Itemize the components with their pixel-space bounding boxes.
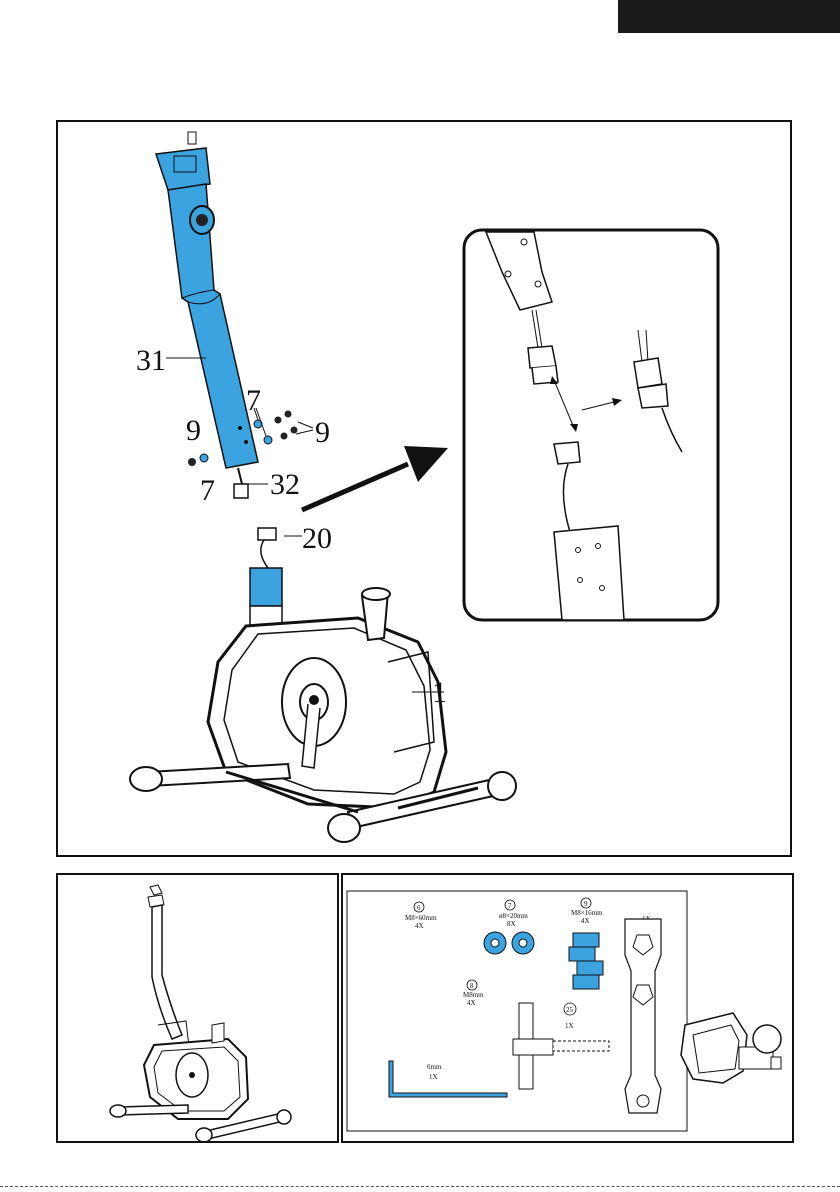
callout-31: 31 xyxy=(136,344,166,377)
item-9-size: M8×16mm xyxy=(571,909,603,917)
item-6-ref: 6 xyxy=(417,904,421,912)
item-25-ref: 25 xyxy=(566,1006,574,1014)
connector-detail-inset xyxy=(464,230,718,620)
direction-arrow xyxy=(302,446,448,510)
assembly-diagram: 31 9 7 9 7 32 xyxy=(58,122,790,855)
item-6-qty: 4X xyxy=(415,922,424,930)
callout-20: 20 xyxy=(302,522,332,555)
assembled-bike-illustration xyxy=(58,875,337,1141)
callout-1: 1 xyxy=(432,676,447,709)
item-8-qty: 4X xyxy=(467,999,476,1007)
callout-32: 32 xyxy=(270,468,300,501)
item-9-ref: 9 xyxy=(584,900,588,908)
callout-9-right: 9 xyxy=(315,416,330,449)
callout-9-left: 9 xyxy=(186,414,201,447)
hexkey-qty: 1X xyxy=(429,1073,438,1081)
hexkey-size: 6mm xyxy=(427,1063,442,1071)
item-7-qty: 8X xyxy=(507,920,516,928)
item-6-size: M8×60mm xyxy=(405,914,437,922)
assembly-diagram-panel: 31 9 7 9 7 32 xyxy=(56,120,792,857)
bolt-icons xyxy=(569,933,603,989)
handlebar-post xyxy=(156,132,258,498)
item-7-size: ø8×20mm xyxy=(499,912,528,920)
adjustment-knob-icon xyxy=(681,1013,781,1083)
page-footer-rule xyxy=(0,1186,840,1187)
assembled-bike-panel xyxy=(56,873,339,1143)
frame-stub xyxy=(250,528,302,626)
hardware-pack-illustration: 6 M8×60mm 4X 7 ø8×20mm 8X 9 M8×16mm 4X 8… xyxy=(343,875,792,1141)
item-8-size: M8mm xyxy=(463,991,484,999)
wrench-icon xyxy=(625,919,661,1113)
item-7-ref: 7 xyxy=(508,902,512,910)
header-tab xyxy=(618,0,840,33)
callout-7-left: 7 xyxy=(200,474,215,507)
hardware-pack-panel: 6 M8×60mm 4X 7 ø8×20mm 8X 9 M8×16mm 4X 8… xyxy=(341,873,794,1143)
bike-frame xyxy=(130,588,516,842)
item-9-qty: 4X xyxy=(581,917,590,925)
item-25-qty: 1X xyxy=(565,1022,574,1030)
item-8-ref: 8 xyxy=(470,982,474,990)
callout-7-right: 7 xyxy=(246,384,261,417)
